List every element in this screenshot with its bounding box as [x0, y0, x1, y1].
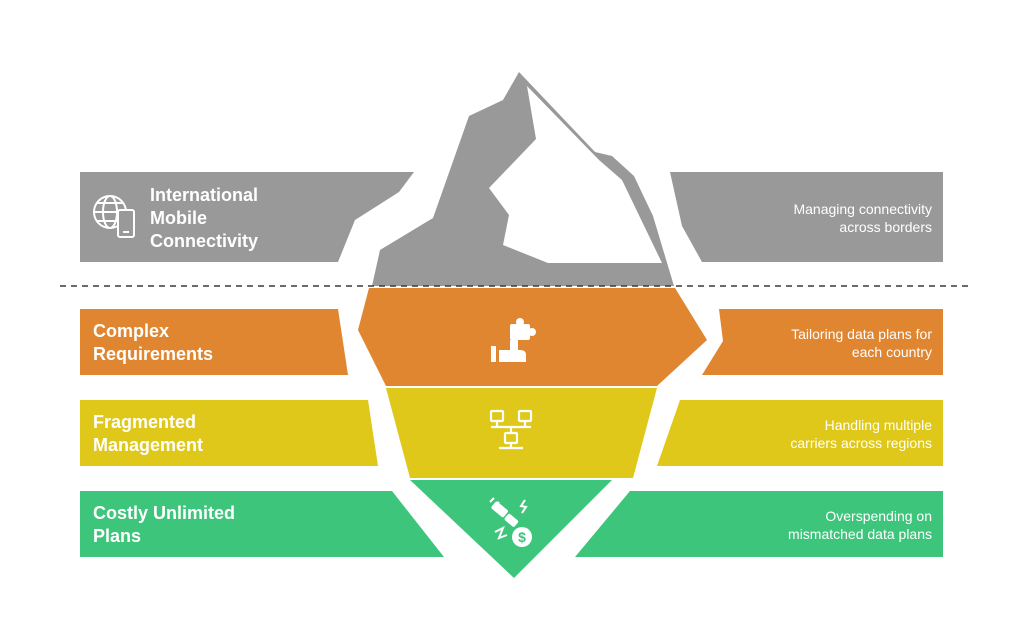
broken-plug-dollar-icon: $: [489, 497, 532, 547]
layer-title-plans: Costly Unlimited Plans: [93, 502, 235, 548]
band-right-requirements: [702, 309, 943, 375]
title-line: Management: [93, 435, 204, 455]
layer-title-requirements: Complex Requirements: [93, 320, 213, 366]
band-left-connectivity: [80, 172, 414, 262]
description-line: across borders: [839, 219, 932, 235]
band-right-plans: [575, 491, 943, 557]
description-line: each country: [851, 344, 932, 360]
network-nodes-icon: [489, 409, 533, 450]
description-line: carriers across regions: [790, 435, 932, 451]
svg-text:$: $: [518, 529, 526, 545]
title-line: Plans: [93, 526, 142, 546]
layer-description-requirements: Tailoring data plans for each country: [791, 325, 932, 361]
description-line: Handling multiple: [824, 417, 932, 433]
layer-title-management: Fragmented Management: [93, 411, 203, 457]
layer-management: [386, 388, 657, 478]
title-line: Costly Unlimited: [93, 503, 236, 523]
band-right-connectivity: [670, 172, 943, 262]
iceberg-snow: [489, 86, 662, 263]
layer-title-connectivity: International Mobile Connectivity: [150, 184, 258, 253]
band-left-requirements: [80, 309, 348, 375]
layer-description-connectivity: Managing connectivity across borders: [793, 200, 932, 236]
band-right-management: [657, 400, 943, 466]
description-line: Managing connectivity: [793, 201, 932, 217]
layer-plans: [410, 480, 612, 578]
title-line: International: [150, 185, 259, 205]
title-line: Requirements: [93, 344, 214, 364]
description-line: Tailoring data plans for: [791, 326, 932, 342]
description-line: mismatched data plans: [788, 526, 932, 542]
layer-description-plans: Overspending on mismatched data plans: [788, 507, 932, 543]
band-left-plans: [80, 491, 444, 557]
title-line: Connectivity: [150, 231, 259, 251]
title-line: Fragmented: [93, 412, 197, 432]
layer-description-management: Handling multiple carriers across region…: [790, 416, 932, 452]
layer-requirements: [358, 288, 707, 386]
puzzle-hand-icon: [491, 318, 536, 362]
title-line: Mobile: [150, 208, 207, 228]
title-line: Complex: [93, 321, 170, 341]
globe-phone-icon: [93, 195, 135, 238]
band-left-management: [80, 400, 378, 466]
description-line: Overspending on: [825, 508, 932, 524]
